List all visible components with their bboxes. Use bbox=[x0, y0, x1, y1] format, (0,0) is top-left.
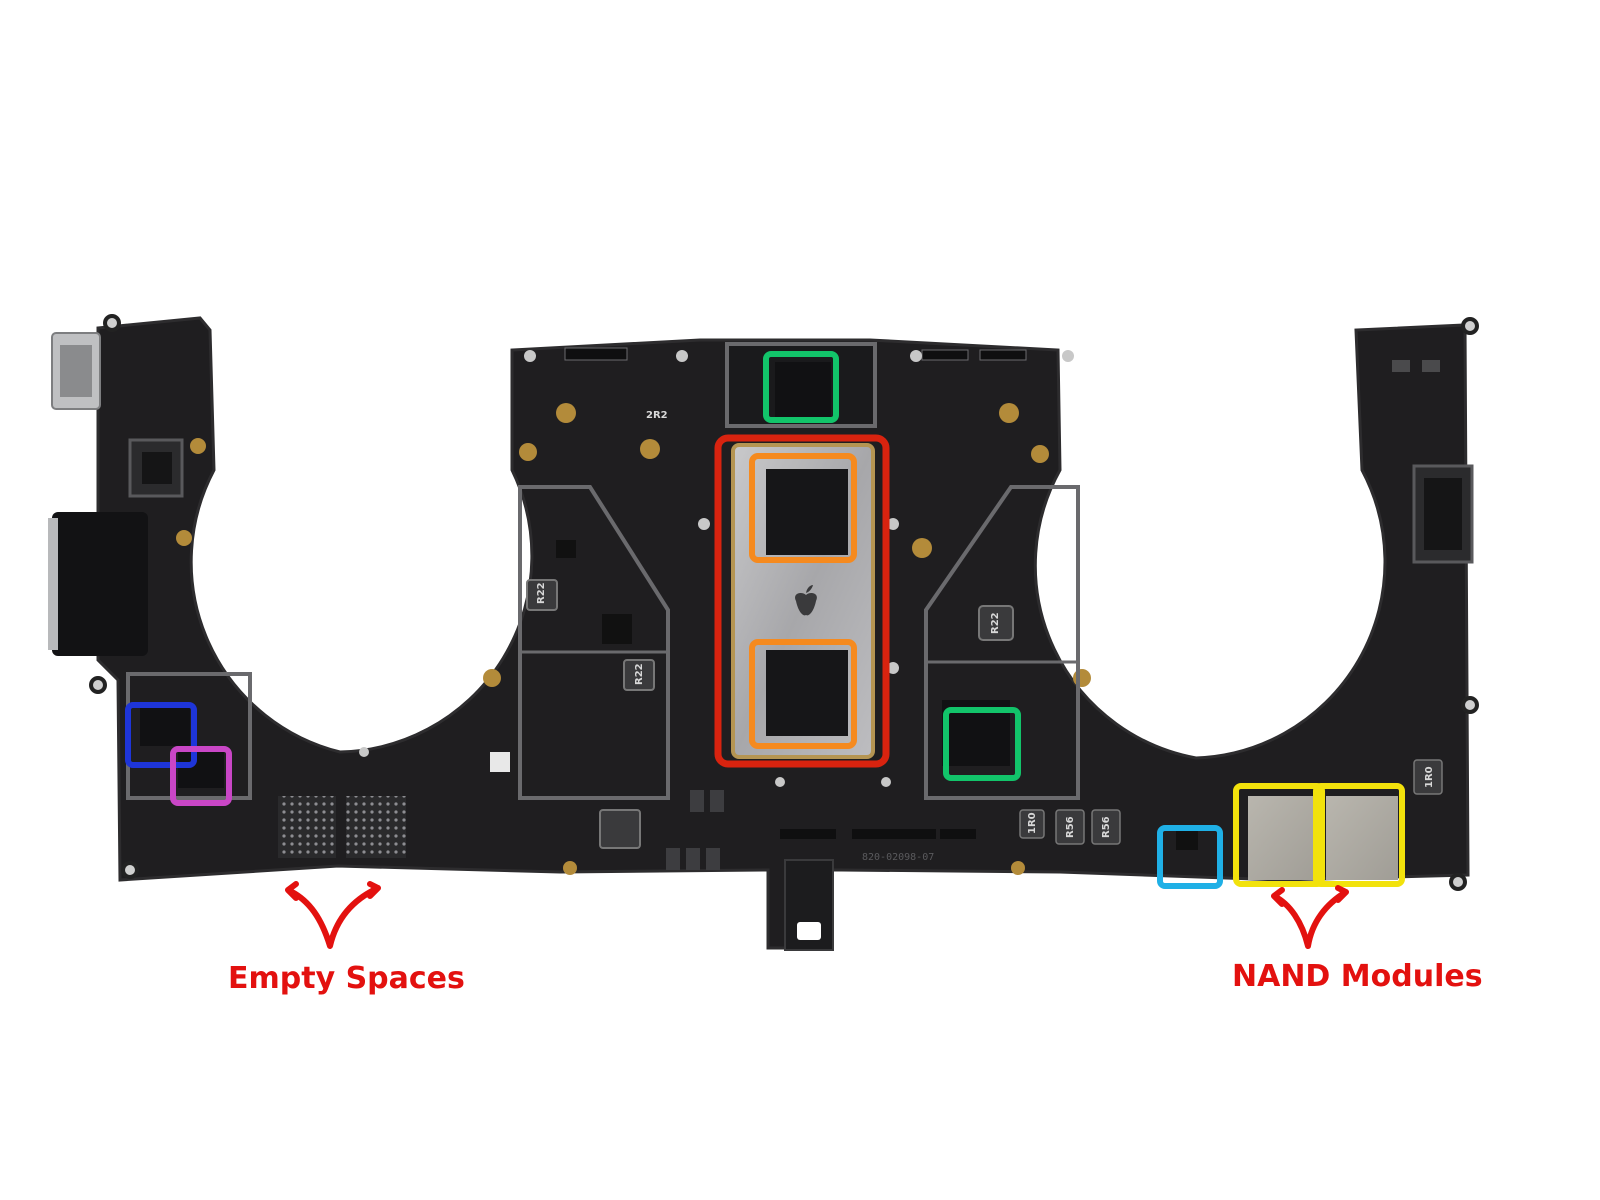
highlight-magenta bbox=[170, 746, 232, 806]
empty-spaces-arrow bbox=[285, 881, 381, 949]
right-components bbox=[1019, 317, 1479, 891]
highlight-cyan bbox=[1157, 825, 1223, 889]
highlight-red-cpu bbox=[714, 434, 890, 768]
highlight-yellow-nand-left bbox=[1233, 783, 1325, 887]
highlight-orange-memory-top bbox=[749, 453, 857, 563]
inductor-marking-a: R22 bbox=[536, 582, 547, 604]
inductor-marking-f: R56 bbox=[1101, 816, 1112, 838]
center-components bbox=[483, 342, 1091, 951]
highlight-green-top bbox=[763, 351, 839, 423]
nand-modules-arrow bbox=[1271, 885, 1349, 949]
empty-bga-pad-left bbox=[278, 796, 336, 858]
apple-logo-icon bbox=[795, 585, 817, 616]
inductor-marking-h: 2R2 bbox=[646, 410, 668, 421]
highlight-blue bbox=[125, 702, 197, 768]
inductor-marking-b: R22 bbox=[634, 663, 645, 685]
inductor-marking-e: R56 bbox=[1065, 816, 1076, 838]
nand-chip-left bbox=[1248, 796, 1320, 880]
nand-chip-right bbox=[1326, 796, 1398, 880]
headphone-jack-block bbox=[52, 512, 148, 656]
inductor-marking-c: R22 bbox=[990, 612, 1001, 634]
highlight-yellow-nand-right bbox=[1313, 783, 1405, 887]
board-id-marking: 820-02098-07 bbox=[862, 852, 934, 863]
left-ports bbox=[48, 332, 148, 656]
empty-spaces-label: Empty Spaces bbox=[228, 961, 465, 996]
highlight-boxes bbox=[125, 351, 1405, 889]
highlight-orange-memory-bottom bbox=[749, 639, 857, 749]
annotation-arrows bbox=[285, 881, 1349, 949]
highlight-green-right bbox=[943, 707, 1021, 781]
inductor-marking-g: 1R0 bbox=[1424, 766, 1435, 788]
nand-modules-label: NAND Modules bbox=[1232, 959, 1483, 994]
empty-bga-pad-right bbox=[346, 796, 406, 858]
inductor-marking-d: 1R0 bbox=[1027, 812, 1038, 834]
